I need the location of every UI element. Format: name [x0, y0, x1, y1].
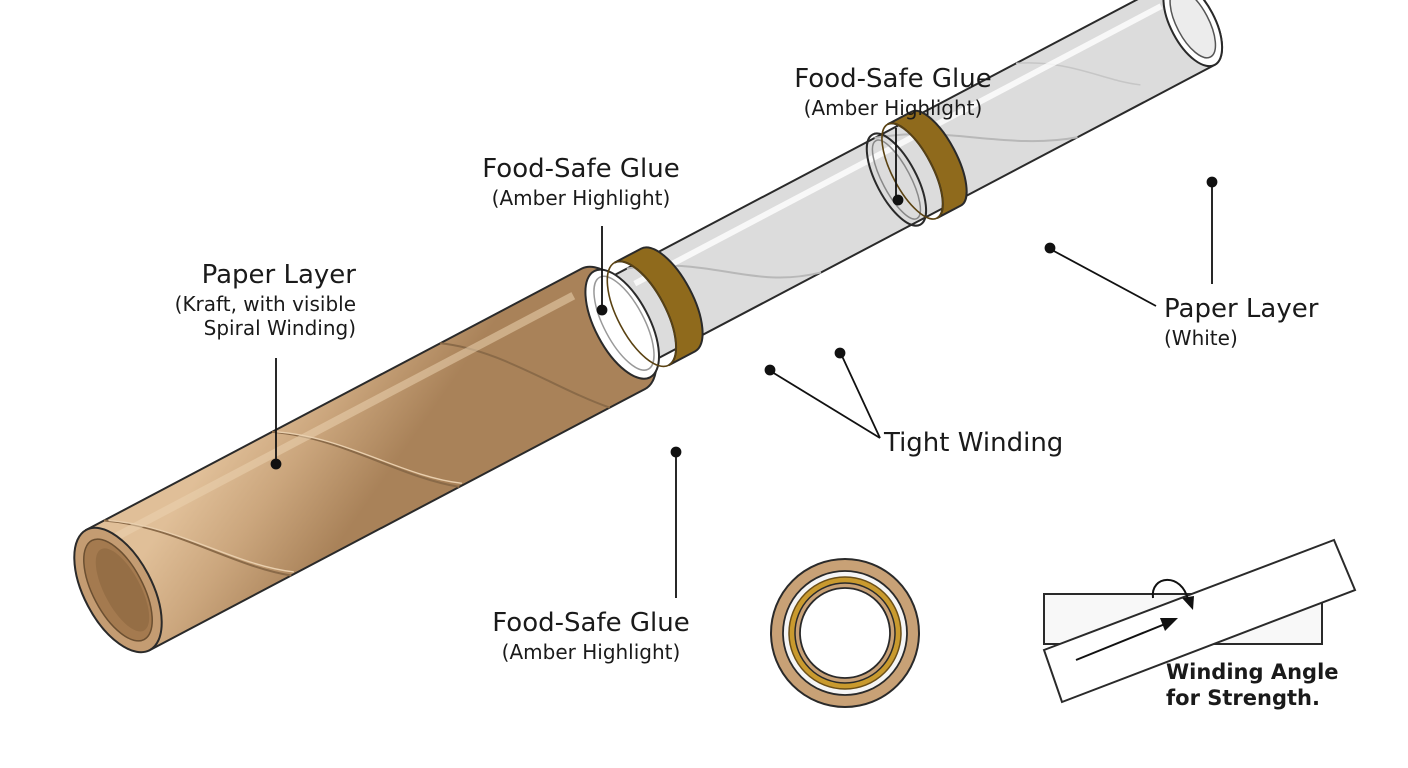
glue-band-middle — [606, 246, 704, 368]
glue-band-upper — [881, 109, 968, 220]
winding-angle-line-2: for Strength. — [1166, 685, 1320, 710]
winding-angle-label: Winding Angle for Strength. — [1166, 660, 1386, 711]
tight-winding-label: Tight Winding — [884, 428, 1144, 460]
glue-label-middle: Food-Safe Glue (Amber Highlight) — [416, 154, 746, 210]
paper-white-note: (White) — [1164, 325, 1238, 350]
tight-winding-title: Tight Winding — [884, 428, 1064, 458]
glue-label-top: Food-Safe Glue (Amber Highlight) — [728, 64, 1058, 120]
paper-white-label: Paper Layer (White) — [1164, 294, 1384, 350]
inner-white-ring-1 — [584, 268, 661, 380]
winding-angle-line-1: Winding Angle — [1166, 660, 1339, 684]
paper-kraft-note-1: (Kraft, with visible — [174, 291, 356, 316]
curved-arrow-icon — [1182, 596, 1194, 610]
arrow-head-icon — [1160, 618, 1178, 631]
glue-label-bottom-note: (Amber Highlight) — [501, 639, 681, 664]
kraft-paper-tube — [73, 265, 658, 654]
leader-lines — [270, 128, 1218, 598]
inner-white-ring-2 — [865, 132, 928, 227]
paper-white-title: Paper Layer — [1164, 294, 1319, 324]
glue-label-bottom: Food-Safe Glue (Amber Highlight) — [426, 608, 756, 664]
glue-label-middle-note: (Amber Highlight) — [491, 185, 671, 210]
white-paper-tube — [607, 0, 1224, 363]
paper-kraft-title: Paper Layer — [201, 260, 356, 290]
cross-section-rings — [770, 558, 920, 708]
winding-angle-strips — [1042, 538, 1357, 704]
paper-kraft-label: Paper Layer (Kraft, with visible Spiral … — [100, 260, 356, 341]
glue-label-top-note: (Amber Highlight) — [803, 95, 983, 120]
glue-label-middle-title: Food-Safe Glue — [482, 154, 680, 184]
paper-kraft-note-2: Spiral Winding) — [203, 316, 356, 341]
glue-label-top-title: Food-Safe Glue — [794, 64, 992, 94]
glue-label-bottom-title: Food-Safe Glue — [492, 608, 690, 638]
